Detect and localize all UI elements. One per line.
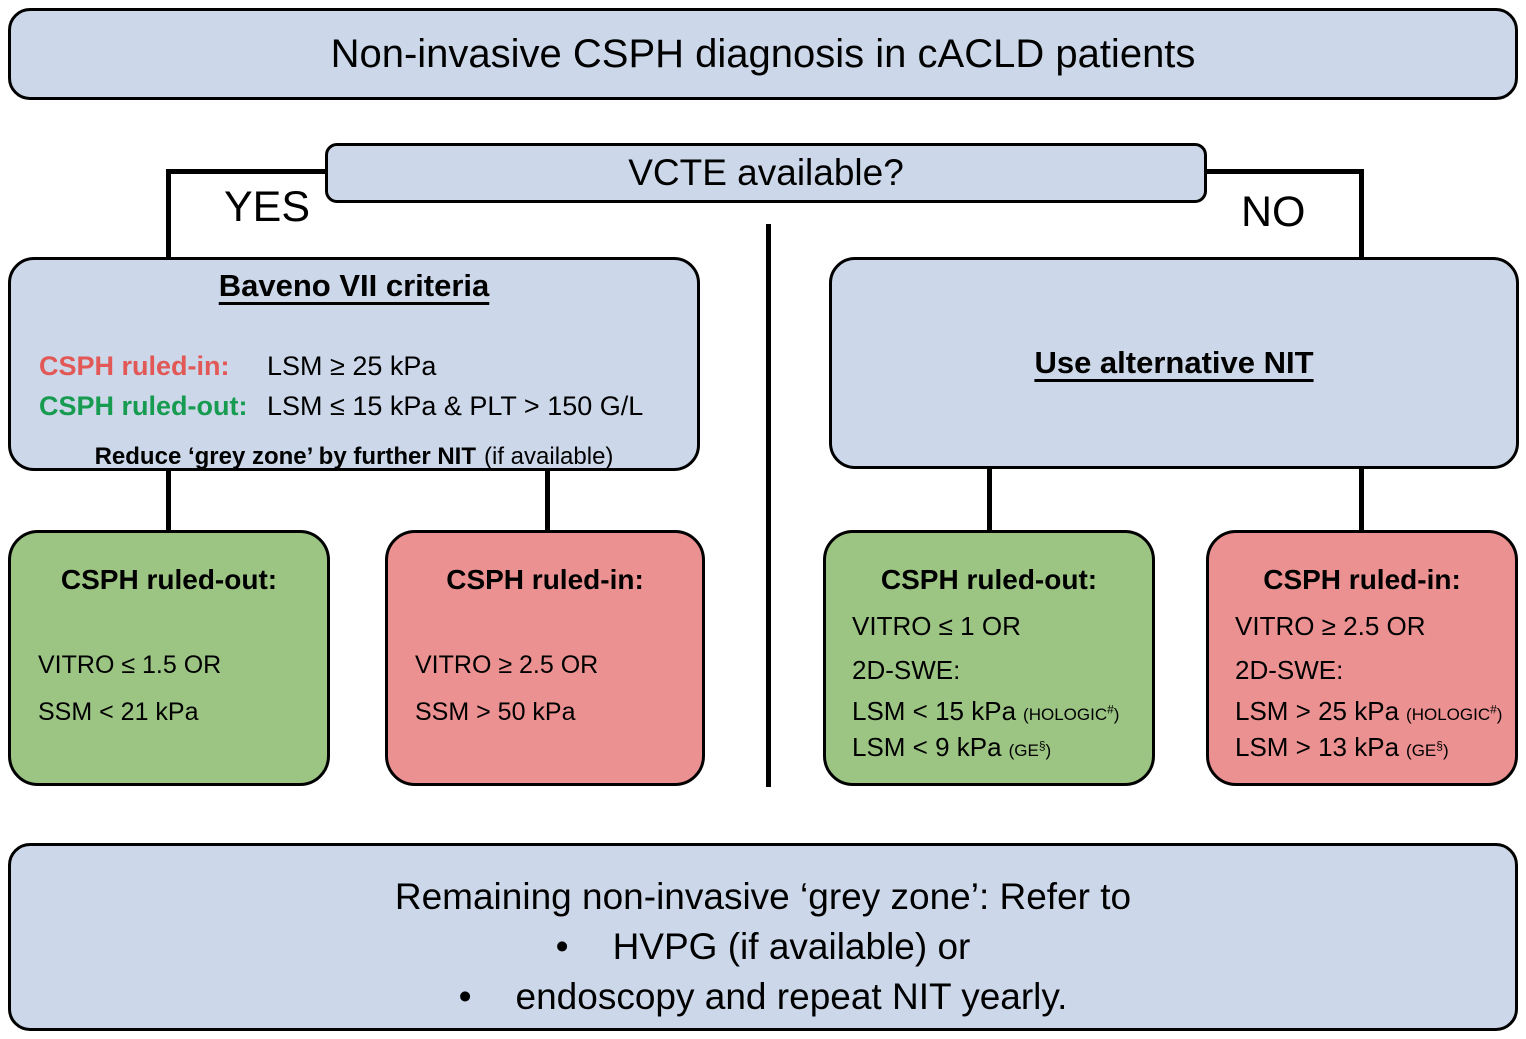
outcome-box-vcte-ruled-out: CSPH ruled-out: VITRO ≤ 1.5 OR SSM < 21 … <box>8 530 330 786</box>
baveno-note-bold: Reduce ‘grey zone’ by further NIT <box>94 443 477 470</box>
footnote-marker: § <box>1436 738 1443 753</box>
outcome-line: VITRO ≤ 1 OR <box>852 611 1021 641</box>
grey-zone-footer-box: Remaining non-invasive ‘grey zone’: Refe… <box>8 843 1518 1031</box>
alternative-nit-box: Use alternative NIT <box>829 257 1519 469</box>
outcome-line: VITRO ≥ 2.5 OR <box>415 651 599 679</box>
bullet-icon: • <box>555 926 569 967</box>
outcome-line: VITRO ≤ 1.5 OR <box>38 651 222 679</box>
lsm-threshold: LSM > 13 kPa <box>1235 732 1400 762</box>
connector-baveno-ruled-out <box>166 468 171 532</box>
alternative-nit-title: Use alternative NIT <box>1034 345 1314 380</box>
baveno-rows: CSPH ruled-in: LSM ≥ 25 kPa CSPH ruled-o… <box>11 346 697 426</box>
footnote-marker: # <box>1107 702 1114 717</box>
divider-line <box>766 224 771 787</box>
device-name: (HOLOGIC <box>1406 705 1491 724</box>
baveno-ruled-in-value: LSM ≥ 25 kPa <box>267 351 437 381</box>
outcome-title: CSPH ruled-in: <box>446 564 644 595</box>
device-suffix: (HOLOGIC#) <box>1406 702 1503 724</box>
outcome-line: 2D-SWE: <box>1235 655 1344 685</box>
outcome-title: CSPH ruled-out: <box>60 564 278 595</box>
lsm-threshold: LSM < 9 kPa <box>852 732 1002 762</box>
outcome-body: VITRO ≥ 2.5 OR 2D-SWE: LSM > 25 kPa (HOLO… <box>1209 610 1515 767</box>
outcome-title: CSPH ruled-in: <box>1263 564 1461 595</box>
footnote-marker: § <box>1038 738 1046 753</box>
baveno-title: Baveno VII criteria <box>218 268 490 303</box>
baveno-criteria-box: Baveno VII criteria CSPH ruled-in: LSM ≥… <box>8 257 700 471</box>
title-box: Non-invasive CSPH diagnosis in cACLD pat… <box>8 8 1518 100</box>
footer-text: Remaining non-invasive ‘grey zone’: Refe… <box>394 876 1132 917</box>
outcome-line: LSM < 15 kPa (HOLOGIC#) <box>852 695 1152 731</box>
yes-branch-label: YES <box>224 183 311 231</box>
device-suffix: (GE§) <box>1008 738 1052 760</box>
baveno-ruled-in-label: CSPH ruled-in: <box>39 351 230 381</box>
device-suffix: (HOLOGIC#) <box>1023 702 1120 724</box>
baveno-ruled-in-row: CSPH ruled-in: LSM ≥ 25 kPa <box>39 346 697 386</box>
outcome-line: LSM > 13 kPa (GE§) <box>1235 731 1515 767</box>
outcome-line: LSM > 25 kPa (HOLOGIC#) <box>1235 695 1515 731</box>
footnote-marker: # <box>1490 702 1497 717</box>
bullet-icon: • <box>458 976 472 1017</box>
baveno-note: Reduce ‘grey zone’ by further NIT (if ava… <box>11 443 697 471</box>
connector-no-horizontal <box>1204 169 1364 174</box>
footer-text: HVPG (if available) or <box>612 926 971 967</box>
page-title: Non-invasive CSPH diagnosis in cACLD pat… <box>330 31 1196 76</box>
device-name: (GE <box>1008 741 1039 760</box>
suffix-close: ) <box>1442 741 1449 760</box>
device-suffix: (GE§) <box>1406 738 1449 760</box>
outcome-box-vcte-ruled-in: CSPH ruled-in: VITRO ≥ 2.5 OR SSM > 50 k… <box>385 530 705 786</box>
outcome-body: VITRO ≤ 1.5 OR SSM < 21 kPa <box>11 642 327 736</box>
device-name: (HOLOGIC <box>1023 705 1108 724</box>
footer-line-1: Remaining non-invasive ‘grey zone’: Refe… <box>11 872 1515 922</box>
outcome-line: SSM > 50 kPa <box>415 698 576 726</box>
outcome-line: VITRO ≥ 2.5 OR <box>1235 611 1426 641</box>
lsm-threshold: LSM < 15 kPa <box>852 696 1017 726</box>
outcome-box-alt-ruled-out: CSPH ruled-out: VITRO ≤ 1 OR 2D-SWE: LSM… <box>823 530 1155 786</box>
baveno-ruled-out-row: CSPH ruled-out: LSM ≤ 15 kPa & PLT > 150… <box>39 386 697 426</box>
decision-question: VCTE available? <box>628 152 904 193</box>
suffix-close: ) <box>1113 705 1120 724</box>
connector-baveno-ruled-in <box>545 468 550 532</box>
baveno-ruled-out-label: CSPH ruled-out: <box>39 391 248 421</box>
connector-yes-vertical <box>166 169 171 259</box>
lsm-threshold: LSM > 25 kPa <box>1235 696 1400 726</box>
suffix-close: ) <box>1496 705 1503 724</box>
footer-bullet-2: • endoscopy and repeat NIT yearly. <box>11 972 1515 1022</box>
device-name: (GE <box>1406 741 1437 760</box>
outcome-line: SSM < 21 kPa <box>38 698 199 726</box>
outcome-body: VITRO ≥ 2.5 OR SSM > 50 kPa <box>388 642 702 736</box>
outcome-body: VITRO ≤ 1 OR 2D-SWE: LSM < 15 kPa (HOLOGI… <box>826 610 1152 767</box>
connector-alt-ruled-in <box>1359 468 1364 532</box>
connector-no-vertical <box>1359 169 1364 259</box>
outcome-title: CSPH ruled-out: <box>880 564 1098 595</box>
decision-box: VCTE available? <box>325 143 1207 203</box>
no-branch-label: NO <box>1241 188 1306 236</box>
outcome-box-alt-ruled-in: CSPH ruled-in: VITRO ≥ 2.5 OR 2D-SWE: LS… <box>1206 530 1518 786</box>
outcome-line: 2D-SWE: <box>852 655 961 685</box>
suffix-close: ) <box>1045 741 1052 760</box>
footer-text: endoscopy and repeat NIT yearly. <box>515 976 1068 1017</box>
connector-alt-ruled-out <box>987 468 992 532</box>
baveno-ruled-out-value: LSM ≤ 15 kPa & PLT > 150 G/L <box>267 391 644 421</box>
baveno-note-regular: (if available) <box>484 443 614 470</box>
connector-yes-horizontal <box>166 169 327 174</box>
footer-bullet-1: • HVPG (if available) or <box>11 922 1515 972</box>
outcome-line: LSM < 9 kPa (GE§) <box>852 731 1152 767</box>
